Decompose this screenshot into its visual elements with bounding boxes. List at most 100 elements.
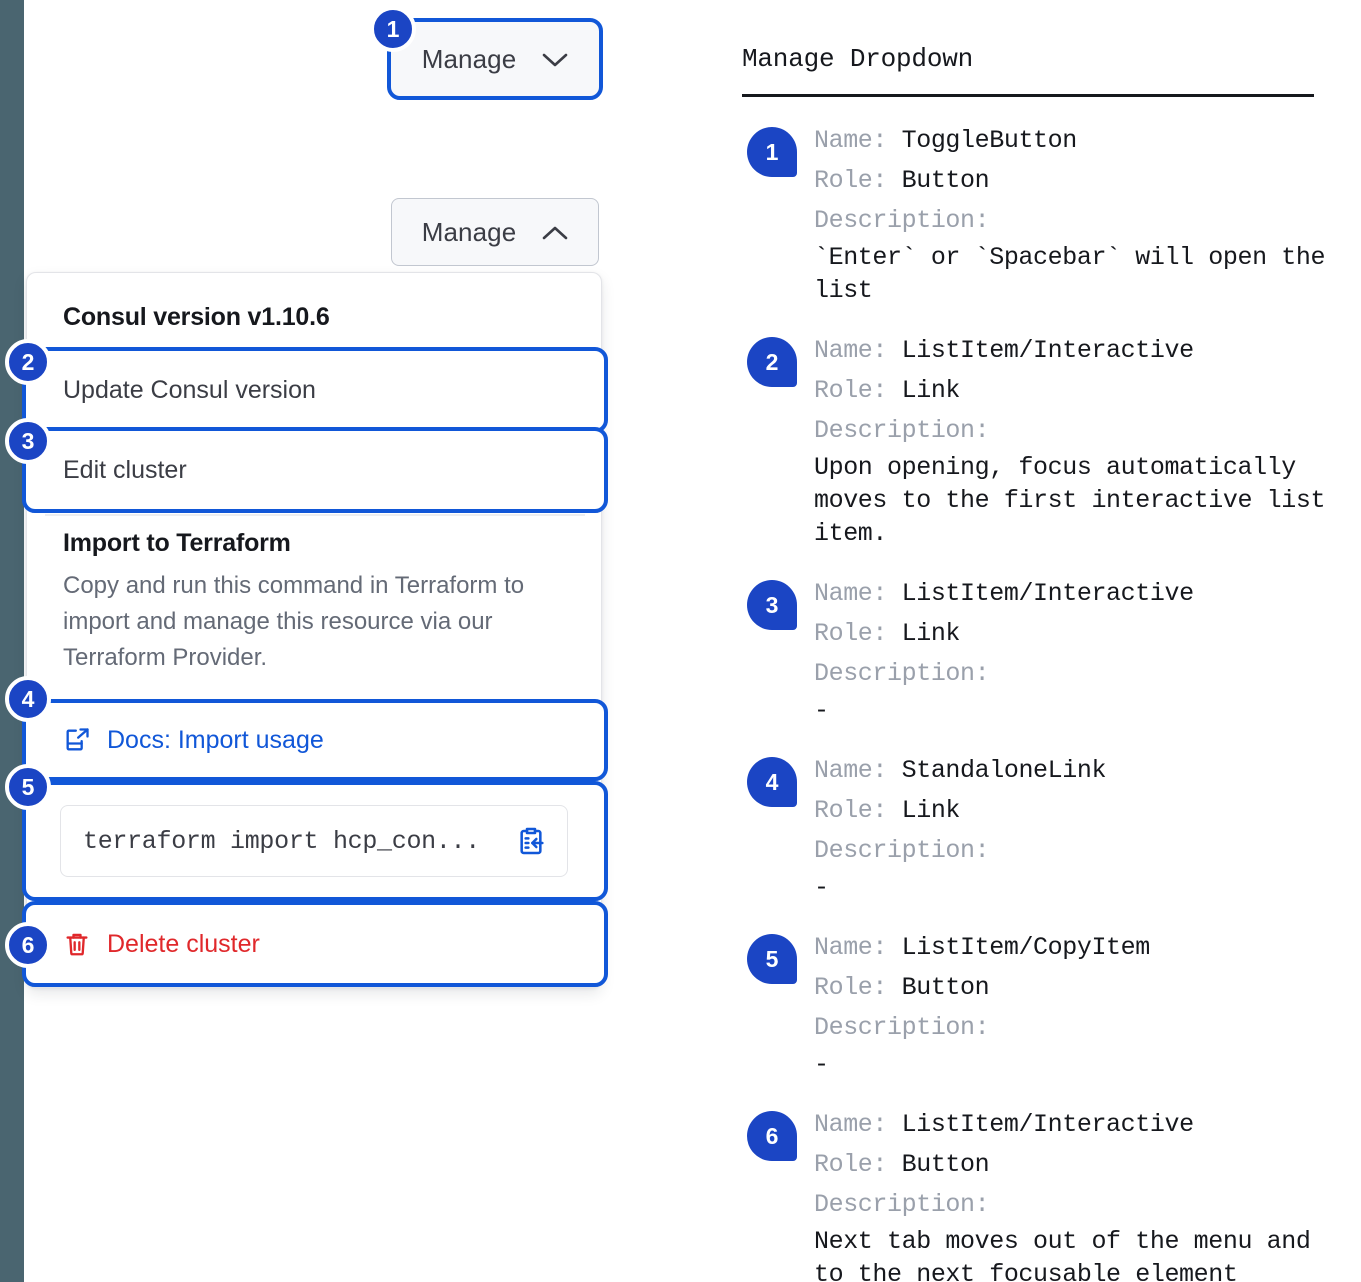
annotation-description-value: Upon opening, focus automatically moves … — [814, 453, 1326, 548]
chevron-down-icon — [542, 44, 568, 75]
terraform-command-text: terraform import hcp_con... — [83, 826, 480, 856]
annotation-field-label: Role: — [814, 166, 902, 195]
annotation-name-line: Name: ToggleButton — [814, 121, 1342, 161]
annotation-field-value: ListItem/Interactive — [901, 336, 1194, 365]
annotation-field-label: Name: — [814, 933, 902, 962]
annotation-role-line: Role: Link — [814, 371, 1342, 411]
manage-toggle-button-collapsed[interactable]: Manage — [387, 18, 603, 100]
chevron-up-icon — [542, 217, 568, 248]
annotation-description-value: Next tab moves out of the menu and to th… — [814, 1227, 1311, 1282]
annotation-role-line: Role: Button — [814, 161, 1342, 201]
annotation-description-value: - — [814, 873, 829, 902]
annotation-name-line: Name: ListItem/Interactive — [814, 574, 1194, 614]
annotation-panel-title: Manage Dropdown — [742, 44, 974, 74]
annotation-field-value: Link — [901, 619, 961, 648]
marker-5: 5 — [5, 764, 51, 810]
annotation-field-label: Role: — [814, 973, 902, 1002]
consul-version-heading: Consul version v1.10.6 — [63, 303, 330, 331]
annotation-description-label: Description: — [814, 836, 990, 865]
marker-3: 3 — [5, 418, 51, 464]
annotation-field-value: Link — [901, 376, 961, 405]
annotation-description-label: Description: — [814, 416, 990, 445]
annotation-field-label: Name: — [814, 336, 902, 365]
annotation-field-value: StandaloneLink — [901, 756, 1107, 785]
annotation-field-label: Role: — [814, 376, 902, 405]
annotation-role-line: Role: Button — [814, 968, 1150, 1008]
manage-toggle-button-expanded[interactable]: Manage — [391, 198, 599, 266]
marker-6: 6 — [5, 922, 51, 968]
annotation-field-value: ListItem/Interactive — [901, 1110, 1194, 1139]
annotation-field-label: Name: — [814, 579, 902, 608]
terraform-section: Import to Terraform Copy and run this co… — [27, 529, 603, 676]
annotation-description-label: Description: — [814, 659, 990, 688]
marker-4: 4 — [5, 676, 51, 722]
annotation-role-line: Role: Button — [814, 1145, 1342, 1185]
left-sidebar-rail — [0, 0, 24, 1282]
clipboard-copy-icon[interactable] — [515, 825, 547, 857]
annotation-field-value: ToggleButton — [901, 126, 1078, 155]
menu-item-update-label: Update Consul version — [63, 375, 316, 404]
menu-item-edit-label: Edit cluster — [63, 455, 187, 484]
menu-item-copy-terraform-command[interactable]: terraform import hcp_con... — [22, 781, 608, 901]
annotation-marker-3: 3 — [747, 580, 797, 630]
annotation-marker-5: 5 — [747, 934, 797, 984]
annotation-description-value: - — [814, 696, 829, 725]
marker-1: 1 — [370, 6, 416, 52]
terraform-command-box[interactable]: terraform import hcp_con... — [60, 805, 568, 877]
annotation-role-line: Role: Link — [814, 791, 1106, 831]
annotation-description-value: - — [814, 1050, 829, 1079]
annotation-field-value: Button — [901, 1150, 990, 1179]
terraform-section-title: Import to Terraform — [63, 529, 291, 557]
annotation-field-label: Role: — [814, 1150, 902, 1179]
delete-cluster-label: Delete cluster — [107, 929, 260, 958]
annotation-description-label: Description: — [814, 1190, 990, 1219]
docs-external-link-icon — [63, 726, 91, 754]
manage-toggle-label-expanded: Manage — [421, 216, 517, 247]
annotation-field-label: Name: — [814, 126, 902, 155]
annotation-field-label: Role: — [814, 619, 902, 648]
menu-item-delete-cluster[interactable]: Delete cluster — [22, 901, 608, 987]
annotation-marker-1: 1 — [747, 127, 797, 177]
menu-item-update-consul-version[interactable]: Update Consul version — [22, 347, 608, 433]
annotation-marker-4: 4 — [747, 757, 797, 807]
annotation-field-label: Role: — [814, 796, 902, 825]
annotation-name-line: Name: ListItem/Interactive — [814, 331, 1342, 371]
marker-2: 2 — [5, 339, 51, 385]
annotation-field-value: ListItem/Interactive — [901, 579, 1194, 608]
annotation-description-label: Description: — [814, 1013, 990, 1042]
menu-divider — [45, 514, 585, 516]
annotation-field-value: Button — [901, 166, 990, 195]
annotation-field-value: Link — [901, 796, 961, 825]
trash-icon — [63, 930, 91, 958]
menu-item-docs-import-usage[interactable]: Docs: Import usage — [22, 699, 608, 781]
docs-link-label: Docs: Import usage — [107, 725, 324, 754]
annotation-marker-6: 6 — [747, 1111, 797, 1161]
dropdown-demo-column: Manage 1 Manage Consul version v1.10.6 U… — [5, 6, 608, 988]
annotation-description-value: `Enter` or `Spacebar` will open the list — [814, 243, 1326, 305]
menu-item-edit-cluster[interactable]: Edit cluster — [22, 427, 608, 513]
annotation-name-line: Name: ListItem/CopyItem — [814, 928, 1150, 968]
annotation-description-label: Description: — [814, 206, 990, 235]
manage-dropdown-panel: Consul version v1.10.6 Update Consul ver… — [22, 272, 608, 988]
annotation-marker-2: 2 — [747, 337, 797, 387]
annotation-title-rule — [742, 94, 1314, 97]
annotation-field-value: ListItem/CopyItem — [901, 933, 1151, 962]
annotation-field-label: Name: — [814, 1110, 902, 1139]
annotation-field-value: Button — [901, 973, 990, 1002]
terraform-section-description: Copy and run this command in Terraform t… — [63, 572, 525, 671]
